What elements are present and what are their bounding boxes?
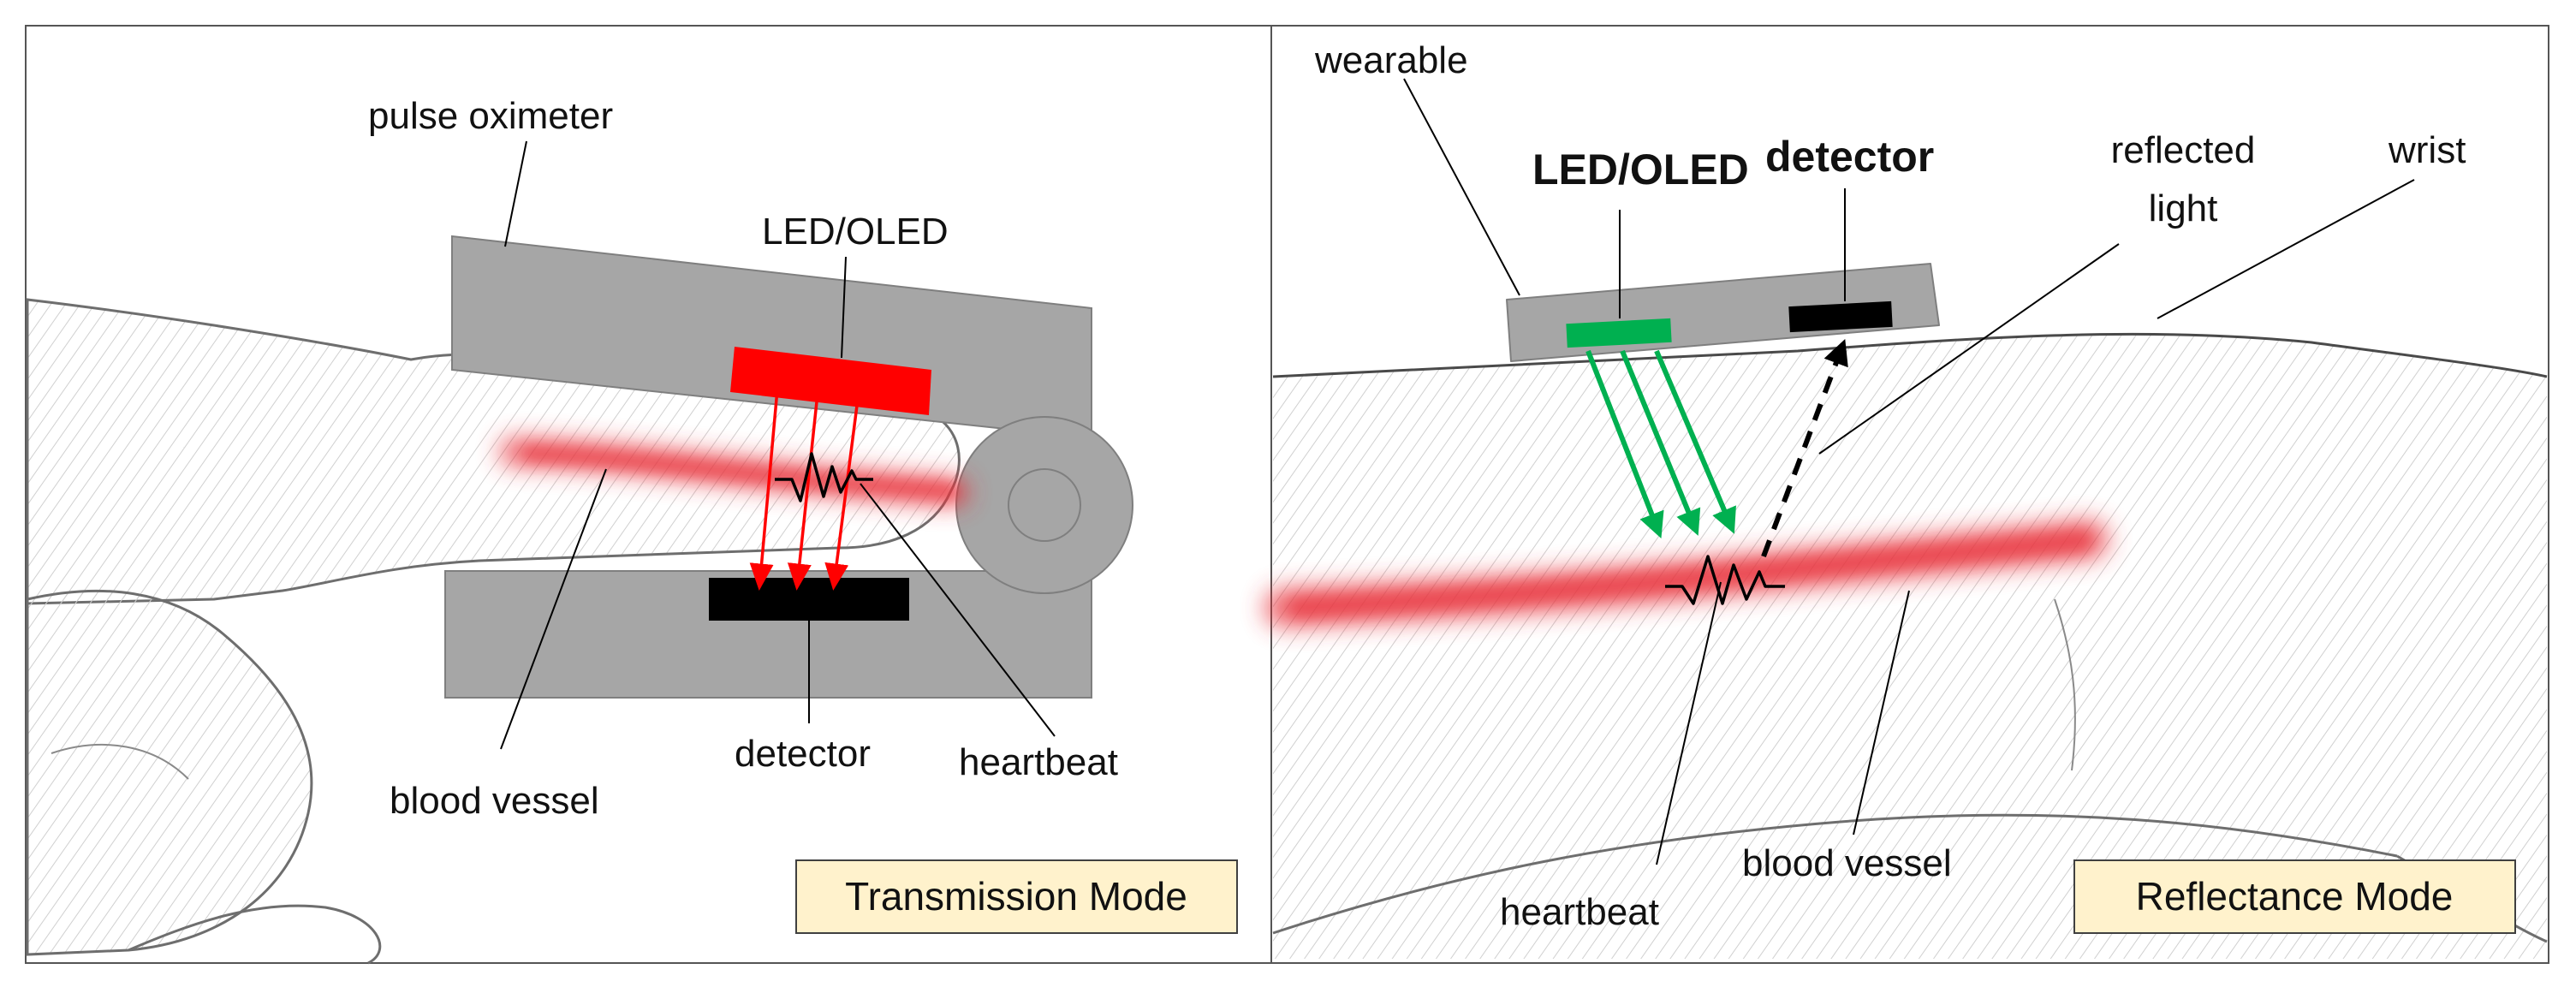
mode-label-right: Reflectance Mode [2136, 874, 2454, 919]
mode-label-left: Transmission Mode [845, 874, 1187, 919]
label-wearable: wearable [1314, 39, 1468, 81]
detector-left [709, 578, 909, 621]
leader-vessel [500, 468, 607, 750]
label-detector: detector [735, 733, 871, 775]
leader-wearable [1403, 78, 1520, 296]
label-pulse-right: heartbeat [1500, 891, 1659, 933]
light-ray-red-2 [787, 393, 819, 591]
light-ray-green-2 [1620, 349, 1701, 536]
detector-right [1788, 300, 1893, 333]
oximeter-hinge-pin [1008, 468, 1081, 542]
leader-pulse-right [1656, 581, 1722, 865]
leader-pulse [860, 483, 1056, 737]
leader-emitter [841, 256, 847, 359]
label-vessel: blood vessel [390, 780, 599, 822]
light-ray-red-3 [824, 398, 860, 591]
label-reflected-2: light [2149, 187, 2218, 229]
leader-device [504, 140, 527, 247]
reflected-light-ray [1761, 338, 1848, 558]
led-emitter-green [1566, 318, 1672, 348]
label-pulse: heartbeat [959, 741, 1118, 783]
leader-wrist [2157, 179, 2415, 319]
label-wrist: wrist [2388, 129, 2466, 171]
light-ray-red-1 [749, 389, 779, 591]
light-ray-green-3 [1654, 349, 1736, 534]
label-emitter-right: LED/OLED [1532, 146, 1749, 193]
right-panel: wearable LED/OLED detector reflected lig… [1264, 39, 2548, 960]
label-reflected-1: reflected [2111, 129, 2256, 171]
finger-sketch [26, 298, 961, 965]
led-emitter-red [730, 347, 931, 415]
heartbeat-waveform-icon [775, 452, 873, 502]
light-ray-green-1 [1585, 349, 1664, 538]
heartbeat-waveform-icon [1665, 555, 1785, 605]
wrist-sketch [1272, 332, 2548, 960]
leader-reflected [1818, 243, 2120, 455]
label-device: pulse oximeter [368, 95, 613, 137]
leader-vessel-right [1853, 590, 1910, 835]
label-vessel-right: blood vessel [1742, 842, 1952, 884]
label-detector-right: detector [1765, 133, 1934, 181]
left-panel: pulse oximeter LED/OLED blood vessel det… [26, 95, 1238, 965]
mode-box-left [795, 859, 1238, 934]
label-emitter: LED/OLED [762, 211, 949, 253]
mode-box-right [2073, 859, 2516, 934]
